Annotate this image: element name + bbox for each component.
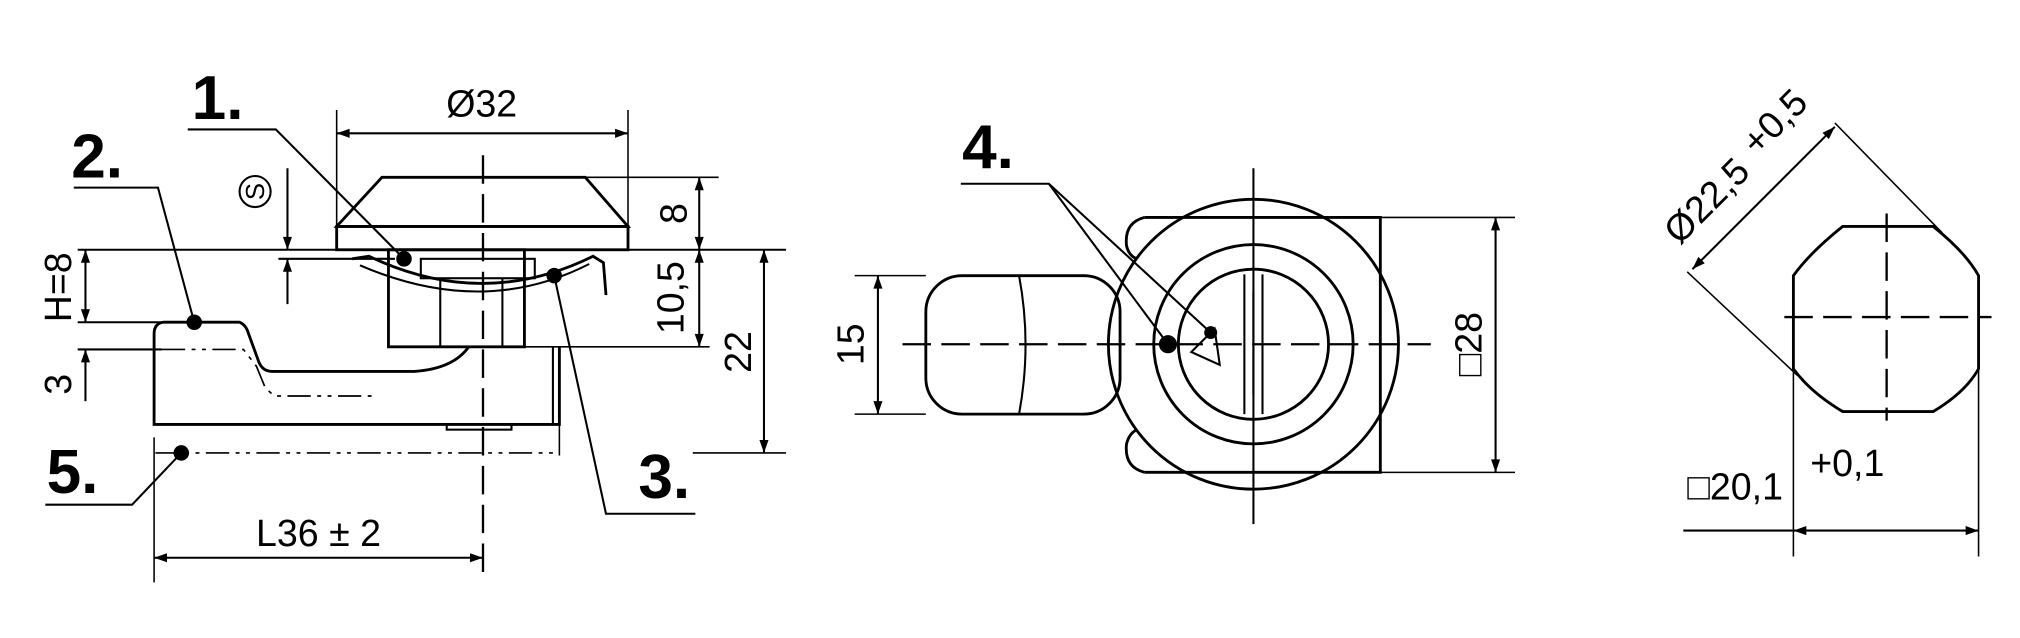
cap-height-dimension: 8 [652,203,694,224]
position-indicator [1189,326,1222,367]
diameter-cap-dimension: Ø32 [446,82,517,124]
panel-cutout-view: Ø22,5 +0,5 □20,1 +0,1 [1655,81,1992,557]
callout-5-dot [173,445,190,461]
cutout-square-tolerance: +0,1 [1810,442,1884,484]
extension-line [1834,122,1943,234]
total-dimension: 22 [717,331,759,373]
side-view: H=8 3 S Ø32 8 10,5 22 L36 ± 2 1. 2. [37,64,786,583]
cam-screw [445,423,513,431]
leader-1 [187,128,405,260]
cutout-diameter-line [1691,126,1836,270]
cutout-square-dimension: □20,1 [1687,466,1783,508]
front-view: 15 □28 4. [830,113,1515,525]
housing-ear [1124,428,1146,474]
leader-4 [960,182,1212,345]
callout-1: 1. [192,64,244,133]
body-collar [419,257,536,280]
callout-4: 4. [962,113,1014,182]
housing-ear [1124,216,1146,261]
leader-3 [553,275,696,515]
square28-dimension: □28 [1447,312,1489,376]
length-dimension: L36 ± 2 [256,512,381,554]
callout-4-dot [1204,326,1218,340]
lock-body [387,248,526,349]
callout-3-dot [546,267,562,284]
callout-5: 5. [47,438,99,507]
callout-2-dot [186,314,202,330]
leader-5 [45,452,183,506]
callout-2: 2. [71,122,123,191]
callout-3: 3. [638,443,690,512]
cam-phantom [161,348,376,397]
extension-line [1686,271,1798,376]
depth-dimension: 10,5 [650,261,692,334]
spring-clip [351,254,608,296]
spring-clip-inner [359,263,590,293]
leader-2 [73,186,196,323]
callout-1-dot [396,251,412,267]
cam [152,320,561,426]
cutout-diameter-value: Ø22,5 [1655,150,1757,252]
h-dimension: H=8 [37,252,79,322]
callout-4-dot [1158,335,1178,354]
s-symbol: S [242,183,270,200]
width15-dimension: 15 [830,323,872,365]
cutout-diameter-tolerance: +0,5 [1733,81,1815,163]
three-dimension: 3 [37,374,79,395]
s-symbol-circle [238,174,272,209]
